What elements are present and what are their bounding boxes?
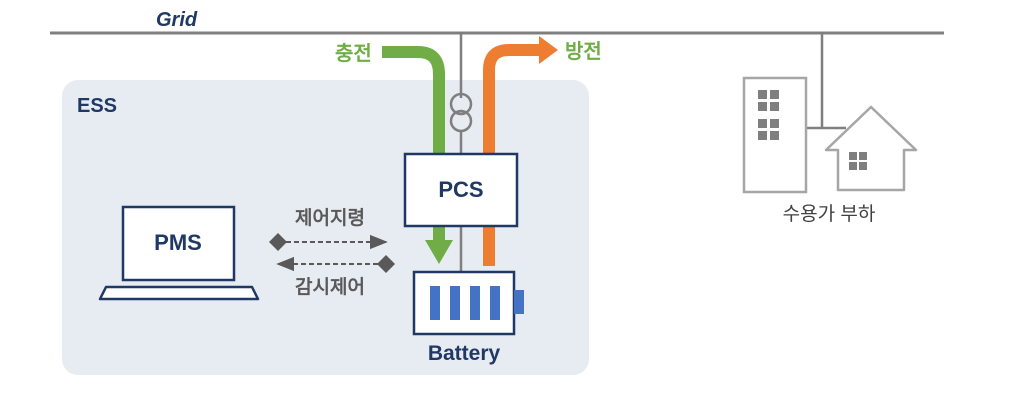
monitoring-control-label: 감시제어 — [295, 276, 365, 298]
battery-icon — [412, 270, 524, 336]
house-icon — [824, 105, 918, 192]
pms-label: PMS — [154, 230, 202, 255]
charge-label: 충전 — [335, 42, 372, 65]
ess-label: ESS — [77, 95, 117, 117]
pcs-label: PCS — [438, 177, 483, 202]
grid-label: Grid — [156, 9, 198, 31]
building-icon — [742, 76, 808, 194]
transformer-icon — [449, 92, 473, 133]
discharge-label: 방전 — [565, 40, 602, 63]
discharge-arrow-head — [539, 36, 558, 64]
battery-label: Battery — [428, 342, 501, 365]
discharge-arrow — [483, 44, 541, 266]
charge-arrow — [382, 46, 445, 240]
pcs-box — [403, 152, 519, 228]
charge-arrow-head — [425, 240, 453, 264]
customer-load-label: 수용가 부하 — [783, 203, 876, 225]
laptop-icon — [98, 205, 260, 301]
control-command-label: 제어지령 — [295, 207, 365, 229]
